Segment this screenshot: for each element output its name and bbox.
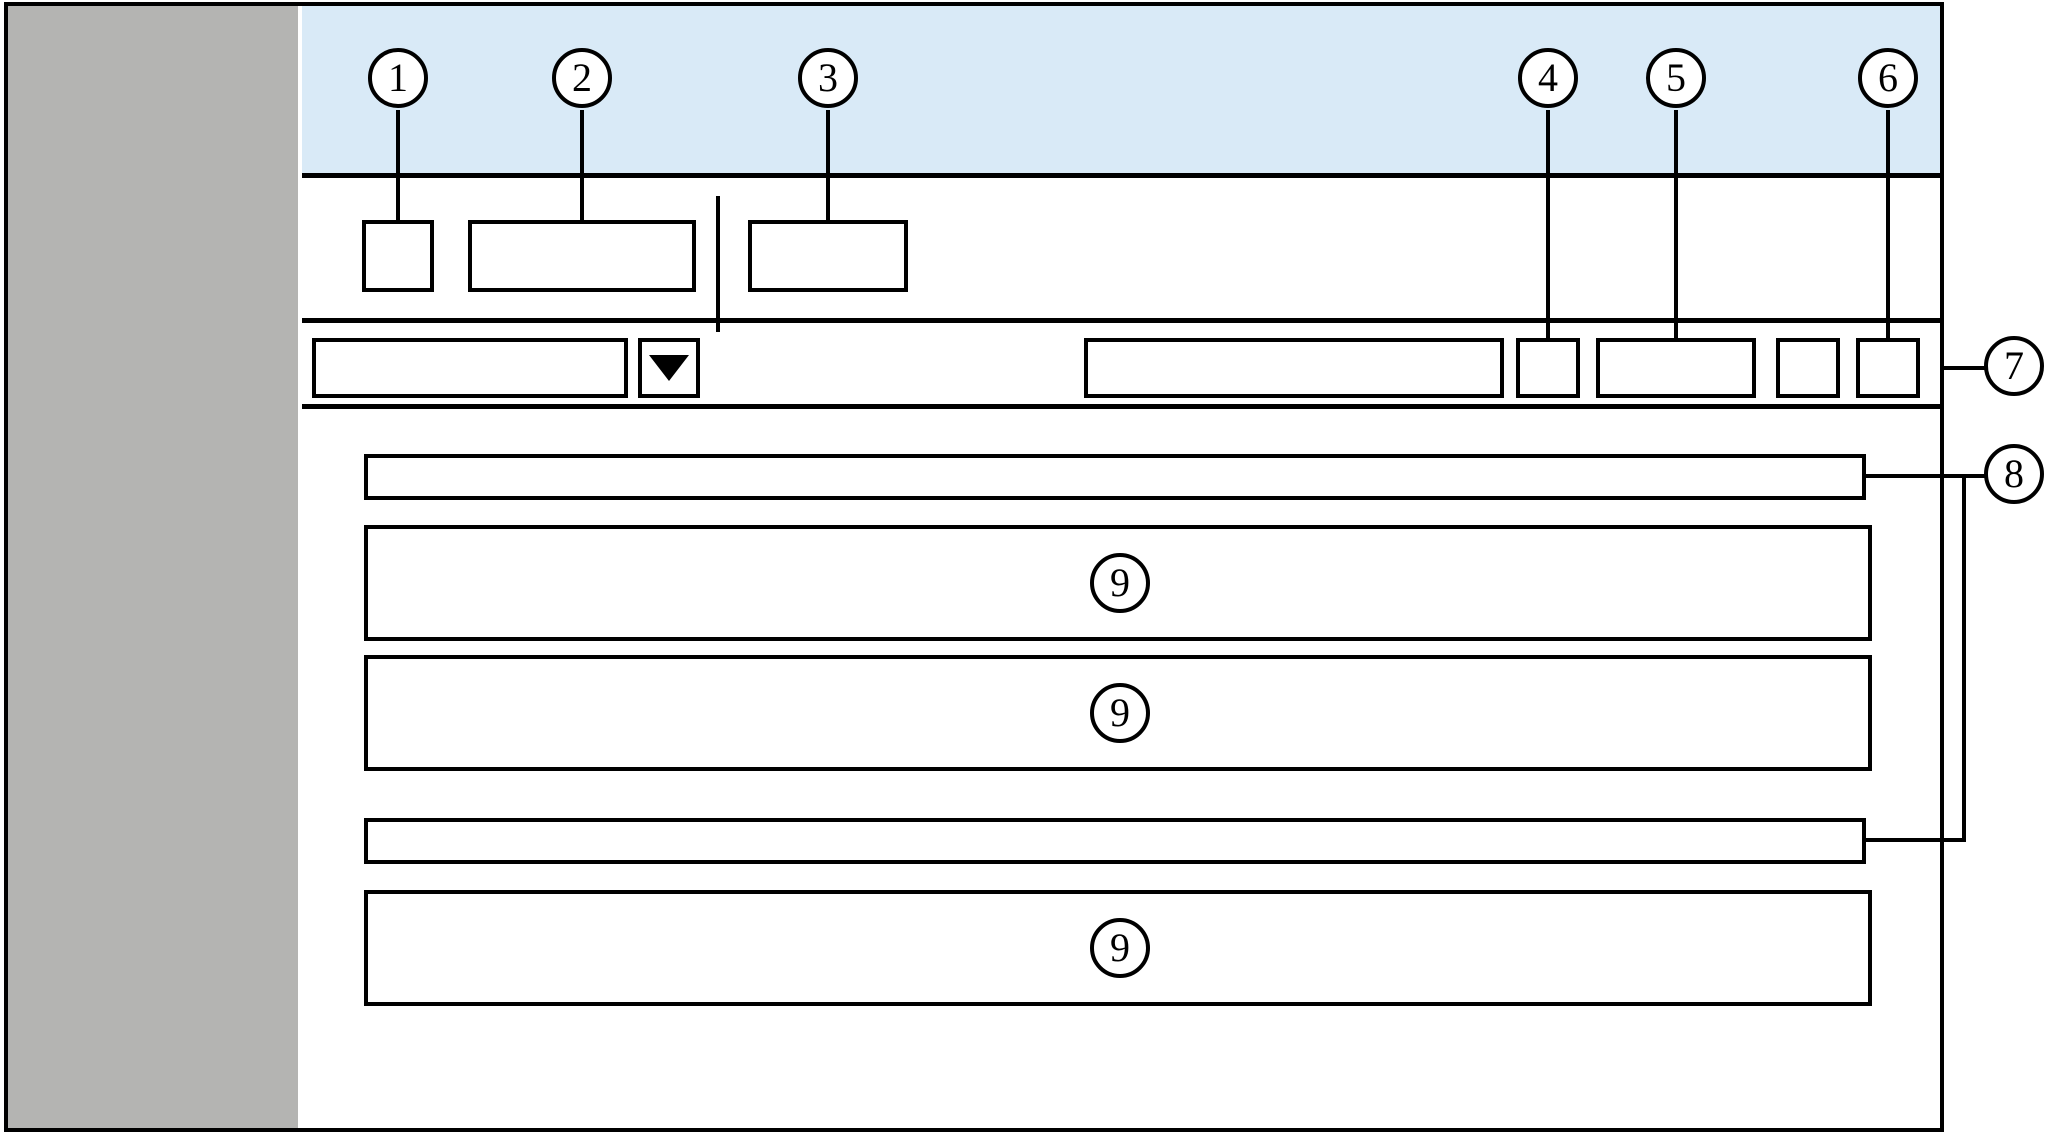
leader-line-6 [1886, 110, 1890, 340]
leader-line-7 [1940, 366, 1996, 370]
callout-2: 2 [552, 48, 612, 108]
toolbar-icon-button-2[interactable] [1776, 338, 1840, 398]
leader-line-8-vert [1962, 474, 1966, 842]
banner-divider [302, 173, 1942, 178]
callout-5: 5 [1646, 48, 1706, 108]
group-header-bar[interactable] [364, 454, 1866, 500]
leader-line-3 [826, 110, 830, 222]
callout-9b: 9 [1090, 683, 1150, 743]
toolbar-icon-button-1[interactable] [1516, 338, 1580, 398]
callout-3: 3 [798, 48, 858, 108]
action-bar-vertical-divider [716, 196, 720, 332]
navigation-sidebar[interactable] [8, 6, 298, 1128]
leader-line-8-top [1866, 474, 1994, 478]
callout-7: 7 [1984, 336, 2044, 396]
filter-toolbar-divider [302, 404, 1942, 409]
action-bar-secondary-button[interactable] [748, 220, 908, 292]
group-header-bar[interactable] [364, 818, 1866, 864]
leader-line-5 [1674, 110, 1678, 340]
callout-9a: 9 [1090, 553, 1150, 613]
window-frame [4, 2, 1944, 1132]
callout-8: 8 [1984, 444, 2044, 504]
leader-line-4 [1546, 110, 1550, 340]
leader-line-1 [396, 110, 400, 222]
action-bar-icon-button[interactable] [362, 220, 434, 292]
action-bar-divider [302, 318, 1942, 323]
search-input[interactable] [1084, 338, 1504, 398]
action-bar-primary-button[interactable] [468, 220, 696, 292]
toolbar-wide-button[interactable] [1596, 338, 1756, 398]
callout-9c: 9 [1090, 918, 1150, 978]
filter-select-field[interactable] [312, 338, 628, 398]
chevron-down-icon[interactable] [638, 338, 700, 398]
chevron-down-glyph [649, 355, 689, 381]
callout-6: 6 [1858, 48, 1918, 108]
callout-1: 1 [368, 48, 428, 108]
leader-line-2 [580, 110, 584, 222]
callout-4: 4 [1518, 48, 1578, 108]
toolbar-icon-button-3[interactable] [1856, 338, 1920, 398]
leader-line-8-bottom [1866, 838, 1966, 842]
